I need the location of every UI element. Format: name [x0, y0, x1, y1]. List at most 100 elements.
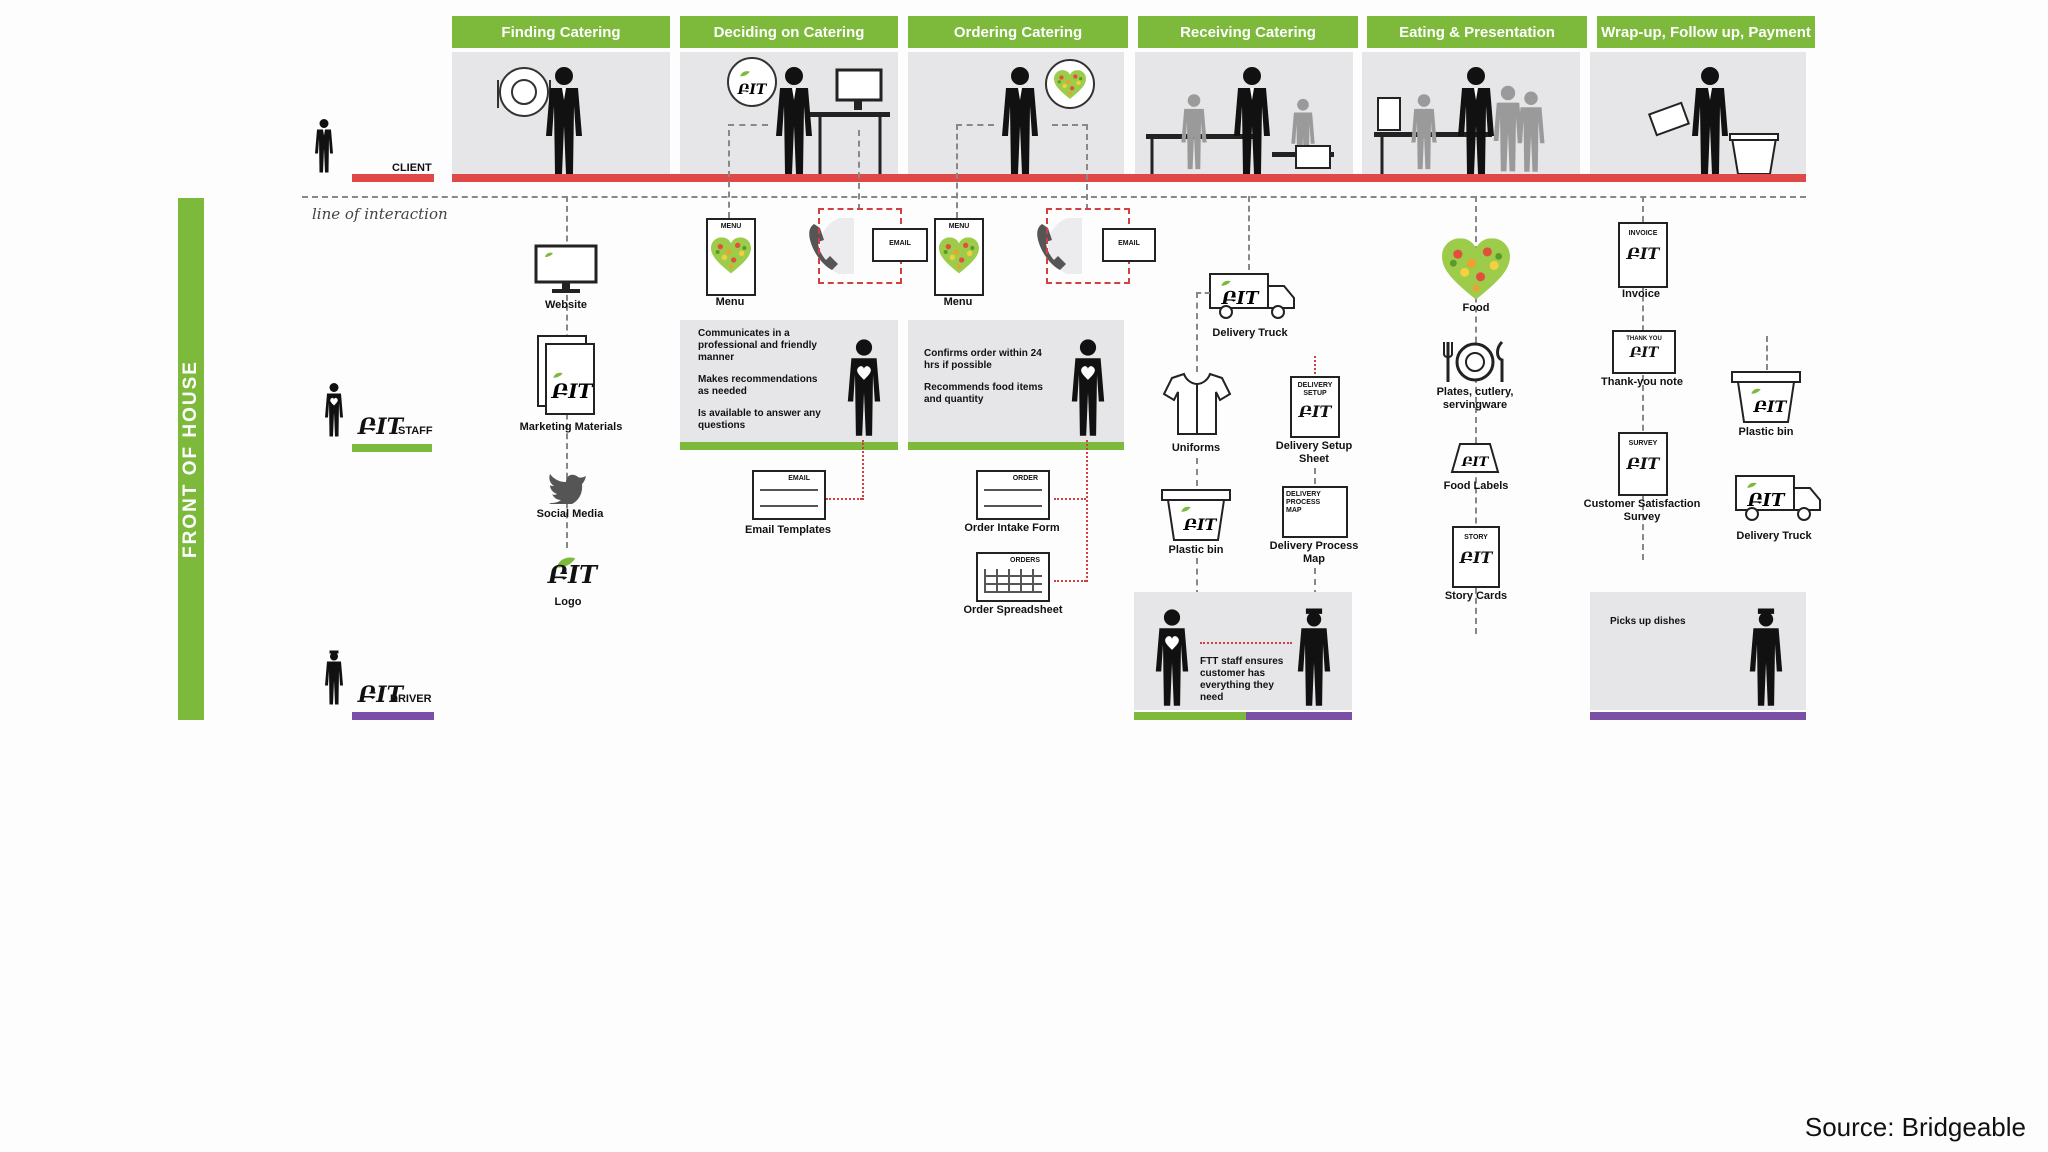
note: Recommends food items and quantity: [924, 382, 1043, 405]
thank-you-tag: THANK YOU: [1626, 336, 1662, 342]
website-label: Website: [545, 299, 587, 311]
staff-role-logo: ԲIT: [358, 414, 403, 440]
plate-thought-icon: [497, 67, 551, 117]
driver-figure-receiving: [1297, 608, 1331, 706]
connector: [1196, 292, 1210, 294]
connector: [1314, 468, 1316, 484]
connector: [1054, 498, 1086, 500]
logo-mark: ԲIT: [548, 560, 598, 589]
svg-text:ԲIT: ԲIT: [551, 379, 595, 403]
food-heart-icon: [939, 237, 979, 274]
food-label: Food: [1462, 302, 1490, 314]
email-template-icon: EMAIL: [752, 470, 826, 520]
driver-lane-bar-wrapup: [1590, 712, 1806, 720]
driver-lane-bar-receiving: [1246, 712, 1352, 720]
thank-you-label: Thank-you note: [1601, 376, 1683, 388]
delivery-process-label: Delivery Process Map: [1269, 540, 1359, 565]
survey-label: Customer Satisfaction Survey: [1583, 498, 1701, 523]
delivery-truck-label-receiving: Delivery Truck: [1212, 327, 1288, 339]
client-lane-bar: [352, 174, 434, 182]
connector: [1314, 568, 1316, 596]
order-intake-label: Order Intake Form: [964, 522, 1060, 534]
thank-you-note-icon: THANK YOU ԲIT: [1612, 330, 1676, 374]
plastic-bin-icon-receiving: ԲIT: [1161, 489, 1231, 541]
staff-role-figure: [325, 383, 343, 437]
food-labels-label: Food Labels: [1443, 480, 1509, 492]
menu-label-deciding: Menu: [715, 296, 745, 308]
phase-header-eating: Eating & Presentation: [1367, 16, 1587, 48]
uniforms-label: Uniforms: [1171, 442, 1221, 454]
source-credit: Source: Bridgeable: [1804, 1112, 2026, 1142]
desk-computer-icon: [810, 68, 890, 176]
email-tag: EMAIL: [889, 240, 911, 247]
phone-icon: [1037, 218, 1082, 274]
client-lane-bar-phases: [452, 174, 1806, 182]
delivery-process-map-icon: DELIVERY PROCESS MAP: [1282, 486, 1348, 538]
phase-header-wrapup: Wrap-up, Follow up, Payment: [1597, 16, 1815, 48]
connector: [956, 124, 958, 218]
delivery-process-tag: DELIVERY PROCESS MAP: [1286, 491, 1321, 514]
phase-header-deciding: Deciding on Catering: [680, 16, 898, 48]
website-icon: [534, 244, 598, 293]
twitter-bird-icon: [549, 474, 586, 504]
connector: [1475, 196, 1477, 634]
svg-text:ԲIT: ԲIT: [1221, 288, 1260, 309]
driver-lane-bar: [352, 712, 434, 720]
menu-label-ordering: Menu: [943, 296, 973, 308]
driver-role-figure: [325, 650, 343, 705]
plastic-bin-label-wrapup: Plastic bin: [1738, 426, 1794, 438]
svg-text:ԲIT: ԲIT: [1747, 490, 1786, 511]
driver-role-logo: ԲIT: [358, 682, 403, 708]
staff-lane-bar: [352, 444, 432, 452]
uniform-shirt-icon: [1162, 372, 1232, 435]
connector: [1196, 558, 1198, 596]
driver-figure-wrapup: [1749, 608, 1783, 706]
driver-note-wrapup: Picks up dishes: [1610, 616, 1686, 627]
plate-cutlery-icon: [1443, 340, 1504, 382]
food-heart-icon-eating: [1442, 238, 1510, 300]
connector: [1642, 196, 1644, 560]
connector: [1086, 124, 1088, 210]
staff-role-label: STAFF: [398, 425, 433, 437]
story-cards-label: Story Cards: [1444, 590, 1508, 602]
menu-card-deciding: MENU: [706, 218, 756, 296]
food-label-tent-icon: ԲIT: [1450, 443, 1500, 473]
order-spreadsheet-label: Order Spreadsheet: [963, 604, 1063, 616]
invoice-hand-icon: [1647, 101, 1691, 137]
staff-notes-deciding: Communicates in a professional and frien…: [698, 328, 830, 442]
note: Confirms order within 24 hrs if possible: [924, 348, 1042, 371]
connector: [1196, 292, 1198, 372]
front-of-house-label: FRONT OF HOUSE: [180, 360, 201, 558]
client-scene-illustrations: ԲIT: [497, 57, 1779, 176]
orders-tag: ORDERS: [1010, 557, 1040, 564]
svg-text:ԲIT: ԲIT: [737, 82, 768, 98]
phase-header-ordering: Ordering Catering: [908, 16, 1128, 48]
client-role-label: CLIENT: [392, 162, 432, 174]
delivery-truck-label-wrapup: Delivery Truck: [1736, 530, 1812, 542]
email-card-ordering: EMAIL: [1102, 228, 1156, 262]
line-of-interaction: [302, 196, 1806, 198]
ftt-thought-icon: ԲIT: [727, 57, 777, 107]
plastic-bin-label-receiving: Plastic bin: [1168, 544, 1224, 556]
staff-notes-ordering: Confirms order within 24 hrs if possible…: [924, 348, 1060, 416]
connector: [1200, 642, 1292, 644]
food-heart-icon: [711, 237, 751, 274]
plates-label: Plates, cutlery, servingware: [1436, 386, 1514, 411]
staff-figure-receiving: [1155, 609, 1189, 706]
story-card-icon: STORY ԲIT: [1452, 526, 1500, 588]
logo-label: Logo: [554, 596, 582, 608]
menu-card-ordering: MENU: [934, 218, 984, 296]
marketing-materials-icon: ԲIT: [537, 335, 595, 415]
staff-figure-ordering: [1071, 339, 1105, 436]
menu-tag: MENU: [948, 223, 970, 230]
line-of-interaction-label: line of interaction: [312, 205, 448, 223]
order-intake-icon: ORDER: [976, 470, 1050, 520]
email-card-deciding: EMAIL: [872, 228, 928, 262]
connector: [1248, 196, 1250, 270]
social-media-label: Social Media: [536, 508, 604, 520]
note: Is available to answer any questions: [698, 408, 821, 431]
svg-text:ԲIT: ԲIT: [1461, 455, 1490, 470]
client-role-figure: [315, 119, 333, 173]
note: Communicates in a professional and frien…: [698, 328, 817, 363]
email-template-tag: EMAIL: [788, 475, 810, 482]
